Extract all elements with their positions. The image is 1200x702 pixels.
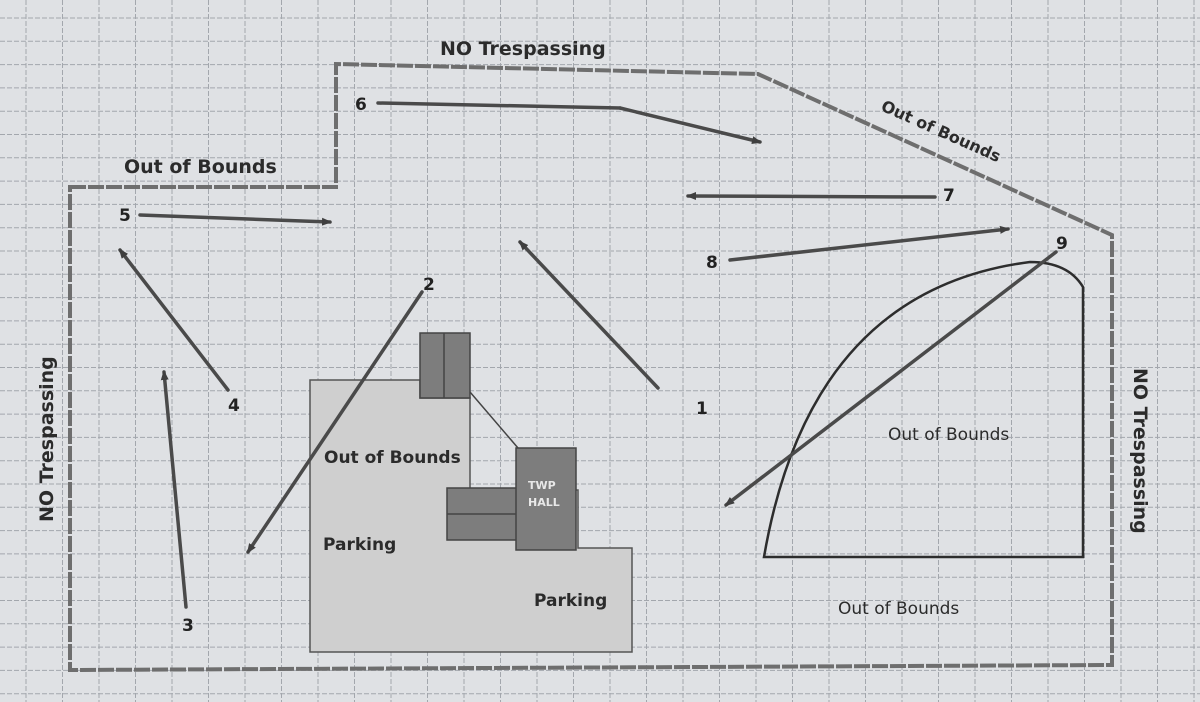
hole-6-number: 6 — [355, 95, 367, 115]
hole-4-number: 4 — [228, 396, 240, 416]
twp-hall-building — [515, 447, 577, 551]
building-north — [419, 332, 471, 399]
hole-2-number: 2 — [423, 275, 435, 295]
hole-2-arrow — [246, 290, 424, 554]
no-trespassing-left-label: NO Trespassing — [36, 356, 58, 522]
hole-8-arrow — [728, 225, 1010, 262]
hole-8-number: 8 — [706, 253, 718, 273]
arc-out-of-bounds-area — [762, 260, 1085, 559]
no-trespassing-top-label: NO Trespassing — [440, 38, 606, 60]
out-of-bounds-bottom-label: Out of Bounds — [838, 599, 959, 619]
hole-3-number: 3 — [182, 616, 194, 636]
hole-5-number: 5 — [119, 206, 131, 226]
hole-1-number: 1 — [696, 399, 708, 419]
hole-7-number: 7 — [943, 186, 955, 206]
twp-hall-label-line2: HALL — [528, 496, 560, 509]
hole-arrows — [118, 101, 1058, 609]
hole-9-arrow — [724, 250, 1058, 507]
hole-7-arrow — [686, 192, 937, 201]
no-trespassing-right-label: NO Trespassing — [1129, 368, 1151, 534]
hole-9-number: 9 — [1056, 234, 1068, 254]
twp-hall-label-line1: TWP — [528, 479, 556, 492]
parking-right-label: Parking — [534, 591, 607, 611]
hole-3-arrow — [160, 370, 188, 609]
parking-left-label: Parking — [323, 535, 396, 555]
out-of-bounds-arc-label: Out of Bounds — [888, 425, 1009, 445]
out-of-bounds-top-left-label: Out of Bounds — [124, 156, 277, 178]
hole-6-arrow — [376, 101, 622, 110]
hole-1-arrow — [518, 240, 660, 390]
hole-4-arrow — [118, 248, 230, 392]
out-of-bounds-building-label: Out of Bounds — [324, 448, 461, 468]
course-boundary — [68, 61, 1114, 673]
hole-6-arrow-segment — [618, 106, 762, 144]
hole-5-arrow — [138, 213, 332, 226]
walkway-line — [469, 391, 519, 449]
